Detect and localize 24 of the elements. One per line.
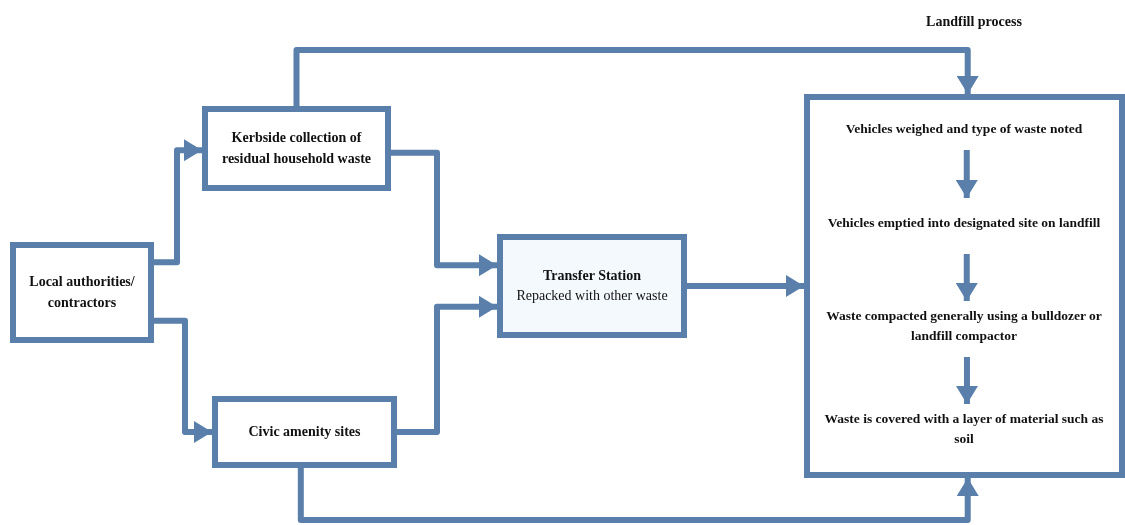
box-title: Kerbside collection of residual household waste bbox=[220, 129, 373, 168]
process-box bbox=[497, 234, 687, 338]
section-heading: Landfill process bbox=[925, 13, 1023, 31]
step-text: Vehicles weighed and type of waste noted bbox=[810, 116, 1118, 142]
arrow bbox=[397, 295, 497, 435]
arrow bbox=[297, 468, 979, 523]
box-title: Local authorities/ contractors bbox=[28, 273, 136, 312]
box-title: Transfer Station bbox=[542, 266, 642, 285]
arrow bbox=[154, 317, 212, 443]
arrow bbox=[293, 47, 979, 106]
arrow bbox=[687, 275, 804, 297]
step-text: Vehicles emptied into designated site on landfill bbox=[826, 200, 1102, 246]
arrow bbox=[391, 149, 497, 277]
step-text: Waste is covered with a layer of material such as soil bbox=[816, 406, 1112, 452]
arrow bbox=[955, 357, 978, 404]
arrow bbox=[154, 139, 202, 266]
arrow bbox=[955, 254, 978, 301]
process-box bbox=[10, 242, 154, 343]
process-box bbox=[202, 106, 391, 191]
box-title: Civic amenity sites bbox=[247, 422, 362, 441]
step-text: Waste compacted generally using a bulldozer or landfill compactor bbox=[826, 303, 1102, 349]
process-box bbox=[212, 396, 397, 468]
arrow bbox=[955, 150, 978, 198]
box-subtitle: Repacked with other waste bbox=[515, 287, 669, 305]
